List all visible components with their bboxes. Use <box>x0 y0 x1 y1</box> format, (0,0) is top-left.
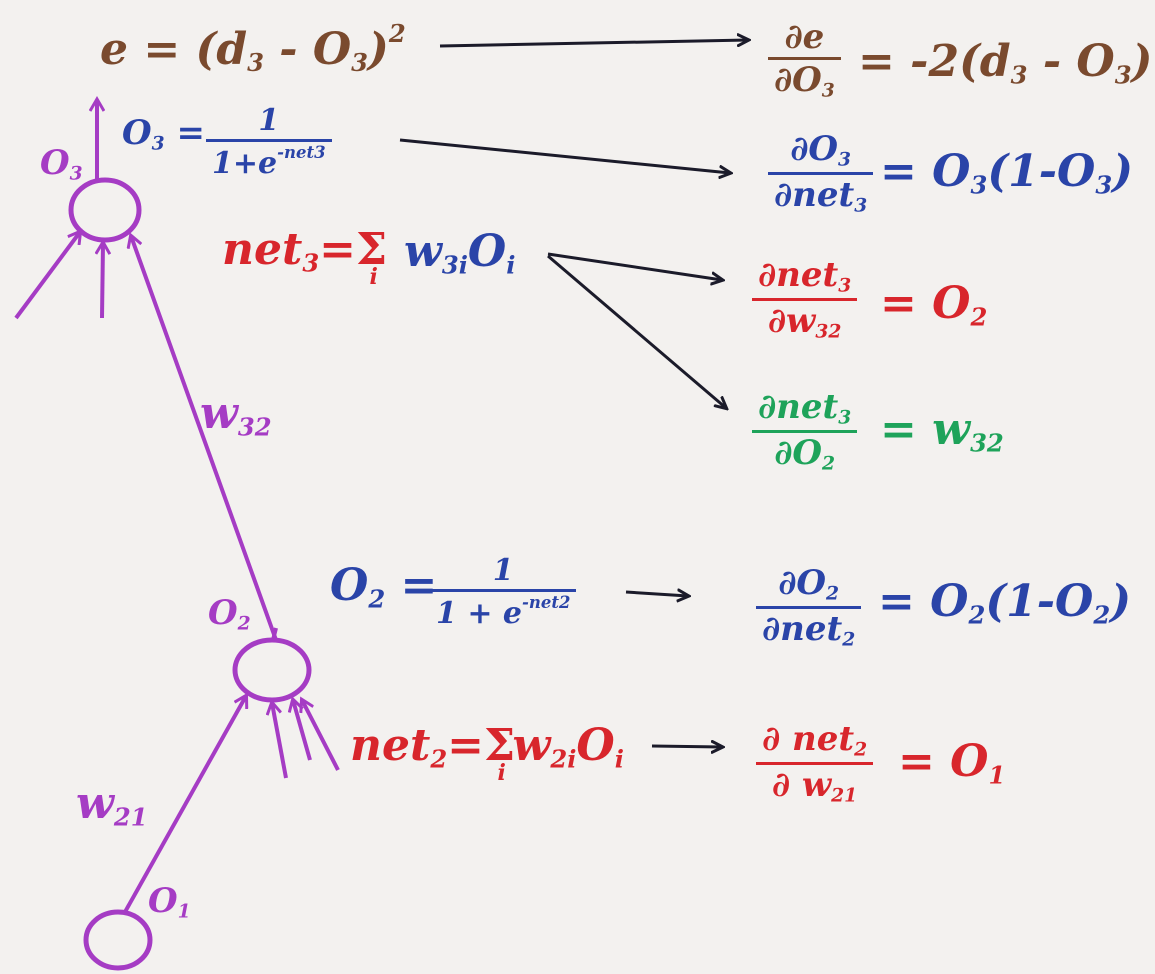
dnet3-do2-fraction: ∂net3 ∂O2 <box>752 390 858 474</box>
do3-dnet3-rhs: = O3(1-O3) <box>880 146 1134 200</box>
neuron-3 <box>68 177 142 243</box>
o2-definition-lhs: O2 = <box>330 560 438 614</box>
dnet3-dw32-fraction: ∂net3 ∂w32 <box>752 258 858 342</box>
net3-definition: net3=Σi <box>222 224 388 290</box>
dnet3-dw32-rhs: = O2 <box>880 278 988 332</box>
arrow-o3-derivative <box>399 138 730 173</box>
neuron-2-input-w21 <box>123 696 246 913</box>
neuron-3-input-mid <box>102 243 103 319</box>
dnet3-do2-rhs: = w32 <box>880 404 1004 458</box>
arrow-net3-to-w32 <box>547 252 722 280</box>
error-equation: e = (d3 - O3)2 <box>100 19 406 78</box>
arrow-net3-to-o2 <box>547 254 726 408</box>
neuron-3-input-w32 <box>131 236 278 641</box>
arrow-o2-derivative <box>625 592 688 596</box>
neuron-3-input-left <box>14 232 80 320</box>
de-do3-fraction: ∂e ∂O3 <box>768 20 841 100</box>
dnet2-dw21-rhs: = O1 <box>898 736 1006 790</box>
neuron-2-input-b <box>293 700 312 761</box>
net2-definition: net2=Σiw2iOi <box>350 720 624 786</box>
o3-definition-fraction: 1 1+e-net3 <box>206 106 332 179</box>
neuron-2-output-stub <box>271 627 278 641</box>
neuron-2-input-a <box>272 703 288 779</box>
do3-dnet3-fraction: ∂O3 ∂net3 <box>768 132 874 216</box>
o2-definition-fraction: 1 1 + e-net2 <box>430 556 577 629</box>
net3-definition-sum: w3iOi <box>404 226 516 280</box>
label-o3: O3 <box>40 143 83 185</box>
label-o1: O1 <box>148 881 191 923</box>
label-w21: w21 <box>76 778 148 832</box>
arrow-net2-derivative <box>651 746 722 747</box>
o3-definition-lhs: O3 = <box>122 113 205 155</box>
label-w32: w32 <box>200 388 272 442</box>
dnet2-dw21-fraction: ∂ net2 ∂ w21 <box>756 722 874 806</box>
do2-dnet2-fraction: ∂O2 ∂net2 <box>756 566 862 650</box>
arrow-error-derivative <box>439 40 748 48</box>
neuron-2-input-c <box>302 700 340 771</box>
neuron-2 <box>232 637 312 703</box>
neuron-1 <box>83 909 153 971</box>
de-do3-rhs: = -2(d3 - O3) <box>858 36 1153 90</box>
label-o2: O2 <box>208 593 251 635</box>
do2-dnet2-rhs: = O2(1-O2) <box>878 576 1132 630</box>
